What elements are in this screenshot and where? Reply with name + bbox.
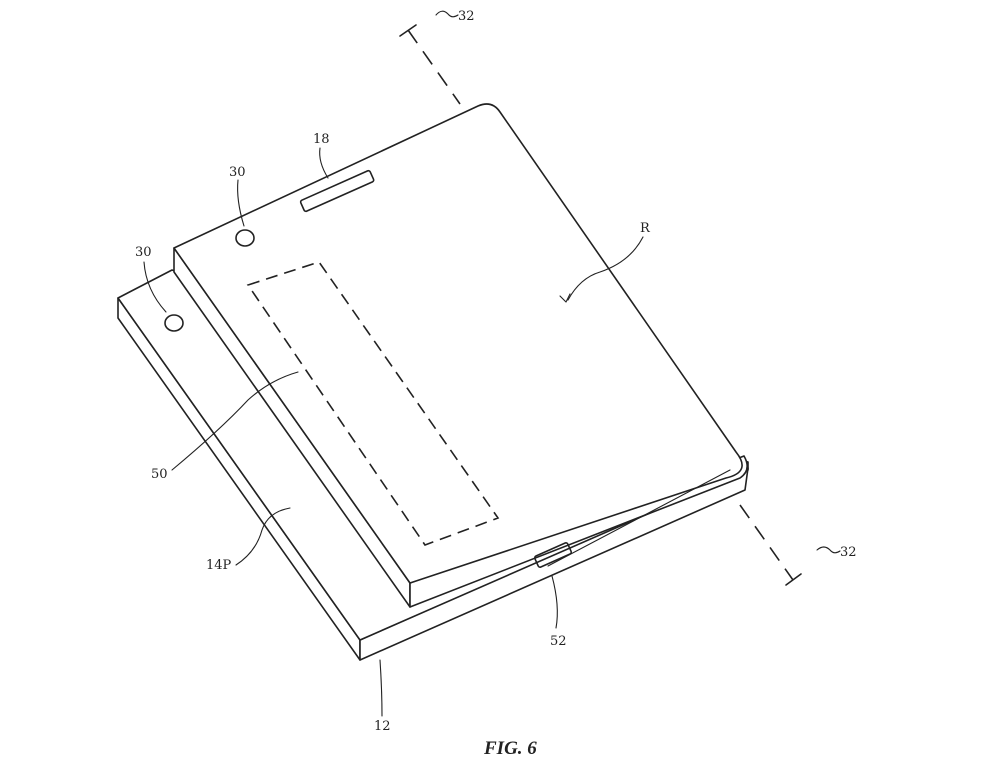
hinge-groove	[547, 469, 731, 567]
window-region	[246, 261, 500, 546]
label-region: R	[640, 221, 651, 236]
label-sensor-lower: 30	[135, 245, 152, 260]
connector-slot-icon	[533, 542, 573, 568]
label-speaker: 18	[313, 132, 330, 147]
label-panel: 14P	[206, 558, 232, 573]
label-window: 50	[151, 467, 168, 482]
label-slot: 52	[550, 634, 567, 649]
label-axis-top: 32	[458, 9, 475, 24]
upper-panel-top-face	[173, 103, 743, 584]
upper-sensor-icon	[235, 229, 255, 247]
label-housing: 12	[374, 719, 391, 734]
upper-panel	[173, 103, 748, 608]
reference-labels: 32 32 18 30 30 R 50 14P 52 12	[135, 9, 857, 734]
speaker-slot-icon	[299, 169, 375, 213]
figure-caption: FIG. 6	[483, 738, 537, 759]
leader-lines	[143, 10, 841, 717]
label-axis-bottom: 32	[840, 545, 857, 560]
label-sensor-upper: 30	[229, 165, 246, 180]
fold-axis	[399, 24, 802, 586]
lower-sensor-icon	[164, 314, 184, 332]
